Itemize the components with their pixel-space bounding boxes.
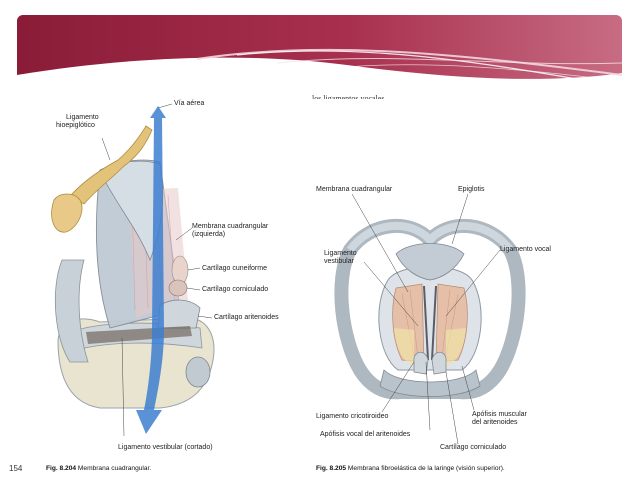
label-hyoepiglottic-ligament-line2: hioepiglótico — [56, 122, 95, 129]
larynx-superior-view-illustration — [334, 218, 526, 400]
label-arytenoid-cartilage: Cartílago aritenoides — [214, 314, 279, 321]
label-vestibular-ligament-line1: Ligamento — [324, 250, 357, 257]
label-corniculate-cartilage: Cartílago corniculado — [202, 286, 269, 293]
epiglottis — [395, 243, 465, 281]
figure-205-caption: Fig. 8.205 Membrana fibroelástica de la … — [316, 465, 505, 473]
label-corniculate-cartilage-205: Cartílago corniculado — [440, 444, 507, 451]
figure-204-caption: Fig. 8.204 Membrana cuadrangular. — [46, 465, 151, 473]
label-cuneiform-cartilage: Cartílago cuneiforme — [202, 265, 267, 272]
label-airway: Vía aérea — [174, 100, 205, 107]
figure-205-text: Membrana fibroelástica de la laringe (vi… — [347, 465, 505, 472]
figure-204-text: Membrana cuadrangular. — [77, 465, 152, 472]
cropped-book-text: los ligamentos vocales. — [312, 94, 387, 99]
label-muscular-process-line2: del aritenoides — [472, 419, 518, 426]
label-vestibular-ligament-cut: Ligamento vestibular (cortado) — [118, 444, 213, 451]
figure-205-number: Fig. 8.205 — [316, 465, 347, 472]
label-muscular-process-line1: Apófisis muscular — [472, 411, 527, 418]
larynx-lateral-illustration — [51, 103, 215, 437]
arytenoid-right — [431, 351, 447, 375]
label-hyoepiglottic-ligament-line1: Ligamento — [66, 114, 99, 121]
label-vocal-process: Apófisis vocal del aritenoides — [320, 431, 411, 438]
label-epiglottis: Epiglotis — [458, 186, 485, 193]
label-quadrangular-membrane-line2: (izquierda) — [192, 231, 226, 238]
label-vestibular-ligament-line2: vestibular — [324, 258, 354, 265]
airway-arrow — [136, 106, 166, 434]
header-banner — [17, 15, 622, 97]
page-number: 154 — [9, 464, 23, 473]
label-quadrangular-membrane-line1: Membrana cuadrangular — [192, 223, 269, 230]
figure-204-number: Fig. 8.204 — [46, 465, 77, 472]
label-vocal-ligament: Ligamento vocal — [500, 246, 551, 253]
label-quadrangular-membrane: Membrana cuadrangular — [316, 186, 393, 193]
caption-strip — [0, 458, 638, 479]
hyoepiglottic-ligament — [69, 125, 153, 205]
label-cricothyroid-ligament: Ligamento cricotiroideo — [316, 413, 389, 420]
